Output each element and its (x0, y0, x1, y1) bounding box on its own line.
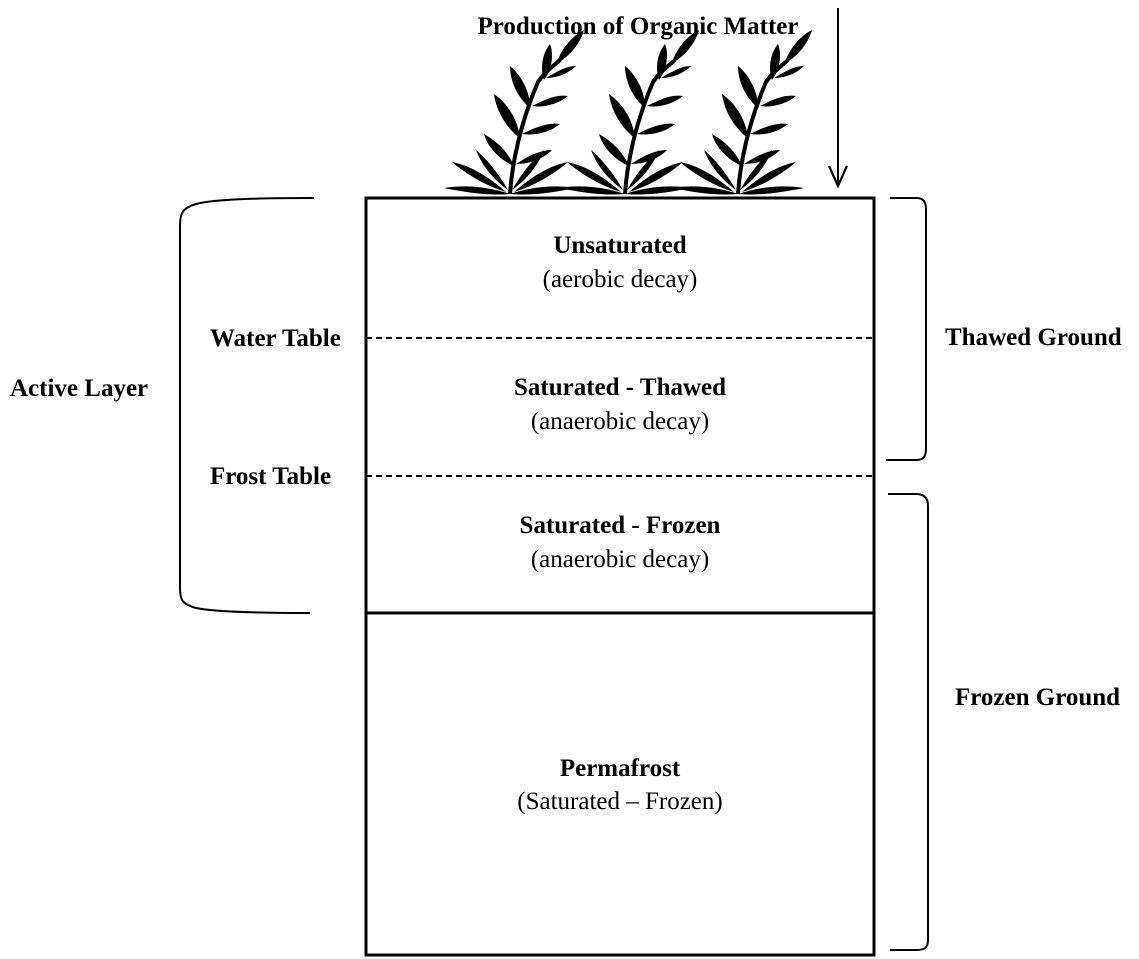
frost-table-label: Frost Table (210, 463, 331, 490)
layer-saturated-frozen: Saturated - Frozen (anaerobic decay) (520, 512, 721, 573)
organic-matter-label: Production of Organic Matter (478, 13, 799, 40)
thawed-ground-label: Thawed Ground (945, 324, 1122, 351)
thawed-ground-bracket (886, 197, 927, 461)
layer-unsaturated: Unsaturated (aerobic decay) (543, 232, 698, 293)
active-layer-label: Active Layer (10, 375, 148, 402)
layer-process: (aerobic decay) (543, 266, 698, 293)
down-arrow-icon (827, 8, 849, 189)
frozen-ground-bracket (888, 493, 929, 951)
layer-process: (anaerobic decay) (531, 546, 709, 573)
layer-name: Permafrost (560, 755, 681, 782)
frozen-ground-label: Frozen Ground (955, 684, 1120, 711)
layer-name: Saturated - Frozen (520, 512, 721, 539)
active-layer-bracket (179, 197, 315, 614)
soil-column (364, 196, 876, 957)
layer-process: (Saturated – Frozen) (517, 788, 722, 815)
layer-name: Saturated - Thawed (514, 374, 726, 401)
layer-name: Unsaturated (553, 232, 686, 259)
layer-permafrost: Permafrost (Saturated – Frozen) (517, 755, 722, 815)
water-table-label: Water Table (210, 325, 341, 352)
plant-icon (442, 28, 814, 197)
layer-saturated-thawed: Saturated - Thawed (anaerobic decay) (514, 374, 726, 435)
layer-process: (anaerobic decay) (531, 408, 709, 435)
